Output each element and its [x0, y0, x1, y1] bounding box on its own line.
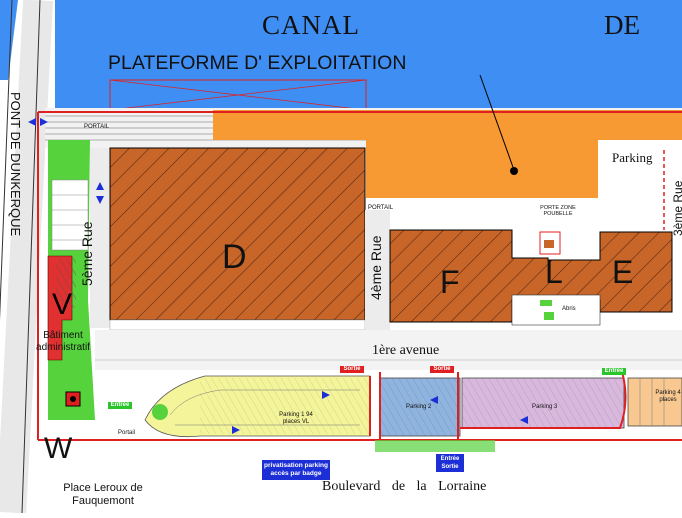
- porte-label: PORTE ZONE POUBELLE: [540, 205, 576, 217]
- parking3-label: Parking 3: [532, 404, 558, 410]
- avenue1-label: 1ère avenue: [372, 343, 440, 358]
- building-w-label: W: [44, 432, 73, 465]
- entree-sortie-badge: Entrée Sortie: [436, 454, 464, 472]
- platform-orange-strip: [213, 110, 682, 140]
- parking4-label: Parking 4 places: [655, 390, 681, 403]
- abris-label: Abris: [562, 306, 576, 312]
- place-label: Place Leroux de Fauquemont: [63, 482, 143, 507]
- portail-left-label: Portail: [118, 430, 136, 436]
- building-f-label: F: [440, 264, 460, 300]
- portail-mid-label: PORTAIL: [368, 205, 394, 211]
- parking-4-area: [627, 377, 682, 427]
- rue5-label: 5ème Rue: [79, 221, 95, 286]
- site-boundary: [37, 111, 682, 441]
- parking2-label: Parking 2: [406, 404, 432, 410]
- portail-top-label: PORTAIL: [84, 124, 110, 130]
- pont-label: PONT DE DUNKERQUE: [8, 92, 23, 237]
- parking-boundary: [369, 371, 627, 440]
- building-d-label: D: [222, 238, 247, 276]
- traffic-arrows: [28, 118, 528, 434]
- parking-top-right-area: [598, 140, 682, 200]
- canal-water: [55, 0, 682, 108]
- road-1ere-avenue: [95, 330, 682, 370]
- parking-label: Parking: [612, 150, 653, 165]
- boulevard-label: Boulevard de la Lorraine: [322, 479, 487, 494]
- canal-water-left: [0, 0, 18, 80]
- canal-label: CANAL: [262, 10, 360, 40]
- platform-orange-area: [366, 140, 598, 200]
- entree-badge-2: Entrée: [602, 368, 626, 375]
- building-l-label: L: [545, 254, 563, 290]
- batiment-label: Bâtiment administratif: [36, 330, 90, 353]
- parking1-label: Parking 1 94 places VL: [279, 412, 313, 425]
- platform-label: PLATEFORME D' EXPLOITATION: [108, 52, 407, 74]
- sortie-badge-1: Sortie: [340, 366, 364, 373]
- sortie-badge-2: Sortie: [430, 366, 454, 373]
- rue4-label: 4ème Rue: [368, 235, 384, 300]
- abris-structure: [511, 294, 601, 326]
- privatisation-badge: privatisation parking accès par badge: [262, 460, 330, 480]
- road-4eme-rue: [365, 210, 390, 330]
- entree-badge: Entrée: [108, 402, 132, 409]
- rue3-label: 3ème Rue: [671, 180, 682, 236]
- building-e-label: E: [612, 254, 634, 290]
- building-v-label: V: [52, 288, 73, 321]
- road-5eme-rue: [90, 148, 110, 328]
- building-d-shape: [109, 147, 366, 321]
- de-label: DE: [604, 10, 640, 40]
- platform-pointer-dot: [510, 167, 518, 175]
